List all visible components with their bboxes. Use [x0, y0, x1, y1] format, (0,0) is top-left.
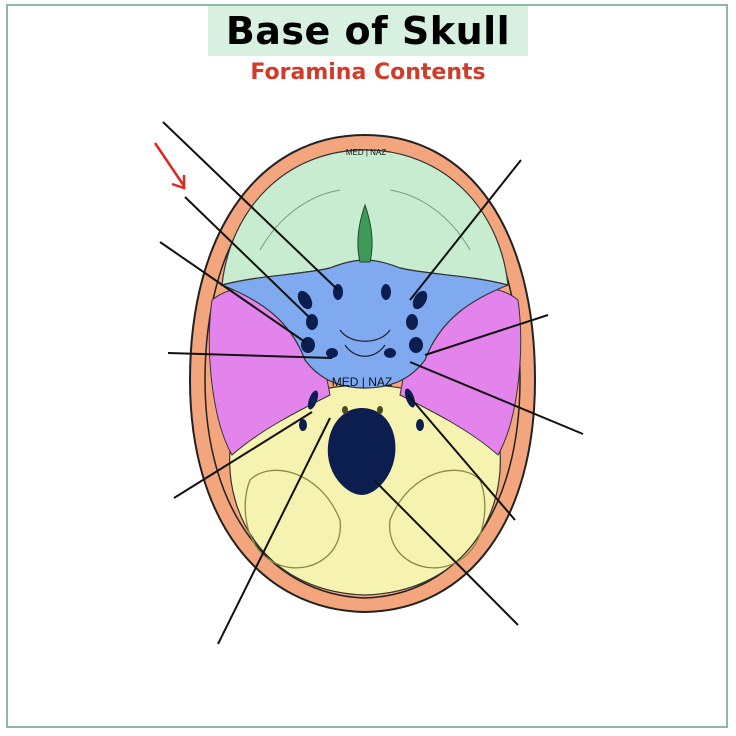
- center-midline-marker: MED | NAZ: [332, 375, 392, 389]
- foramen-right-1: [381, 284, 391, 300]
- page-title: Base of Skull: [207, 6, 529, 56]
- cerebellar-fossa-left: [244, 469, 341, 569]
- foramen-right-8: [377, 406, 383, 414]
- leader-line-11: [373, 479, 519, 626]
- foramen-left-7: [299, 419, 307, 431]
- red-arrow-icon: [153, 142, 186, 190]
- leader-line-10: [407, 394, 516, 521]
- leader-line-3: [159, 241, 306, 343]
- anterior-fossa-contour-left: [259, 189, 341, 251]
- leader-line-7: [409, 159, 522, 301]
- crista-galli: [357, 203, 373, 263]
- leader-line-6: [217, 417, 331, 645]
- foramen-left-6: [307, 390, 319, 410]
- foramen-right-3: [406, 314, 418, 330]
- page-subtitle: Foramina Contents: [250, 60, 486, 85]
- foramen-right-5: [384, 348, 396, 358]
- sella-turcica: [339, 329, 391, 357]
- leader-line-4: [167, 352, 333, 359]
- leader-line-1: [162, 121, 339, 291]
- leader-line-9: [409, 361, 584, 435]
- foramen-right-2: [412, 290, 428, 310]
- cerebellar-fossa-right: [389, 469, 486, 569]
- title-container: Base of Skull: [0, 6, 736, 56]
- foramen-left-2: [297, 290, 313, 310]
- middle-fossa-central: [220, 259, 510, 389]
- top-midline-marker: MED | NAZ: [346, 148, 386, 157]
- foramen-left-8: [342, 406, 348, 414]
- leader-line-8: [424, 314, 549, 356]
- anterior-fossa-contour-right: [389, 189, 471, 251]
- foramen-left-5: [326, 348, 338, 358]
- leader-line-5: [173, 411, 313, 499]
- foramen-magnum: [327, 408, 396, 495]
- leader-line-2: [184, 196, 311, 319]
- foramen-left-4: [301, 337, 315, 353]
- foramen-right-4: [409, 337, 423, 353]
- page-frame: [6, 4, 728, 728]
- foramen-right-7: [416, 419, 424, 431]
